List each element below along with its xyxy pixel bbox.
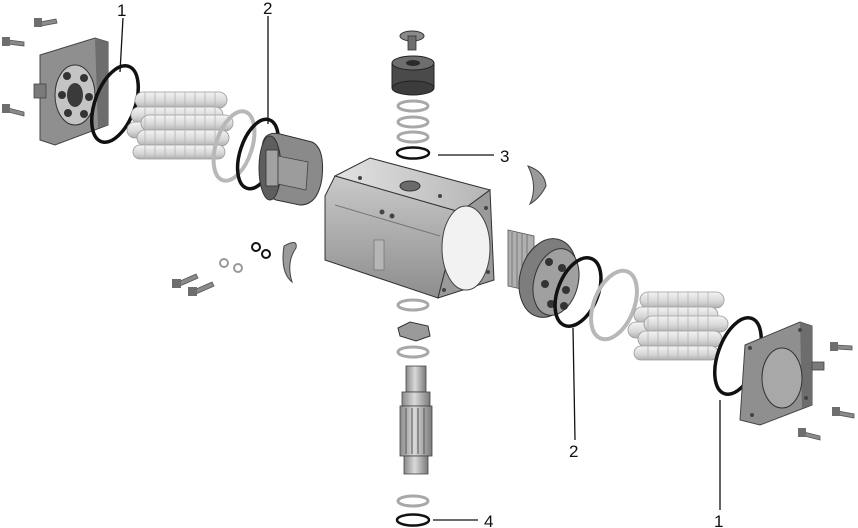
right-spring-pack <box>627 291 729 361</box>
right-piston <box>507 229 580 318</box>
top-washer <box>396 115 430 129</box>
indicator-cap <box>399 30 425 51</box>
callout-2-right: 2 <box>569 442 578 461</box>
left-bolt <box>2 104 25 117</box>
left-bolt <box>2 37 25 47</box>
small-orings <box>219 242 271 273</box>
right-bolt <box>798 428 821 441</box>
right-bolt <box>830 342 853 351</box>
bottom-washer <box>396 298 430 312</box>
left-bolt <box>34 18 58 27</box>
drive-block <box>391 55 435 96</box>
left-piston <box>258 132 323 206</box>
right-key-segment <box>526 165 547 206</box>
left-end-cap <box>33 37 109 146</box>
leader-lines <box>119 16 721 521</box>
adjust-bolt <box>188 281 215 296</box>
callout-3: 3 <box>500 147 509 166</box>
callout-2-left: 2 <box>263 0 272 18</box>
left-guide-ring <box>211 109 257 183</box>
top-washer <box>396 130 430 144</box>
top-washer <box>396 99 430 113</box>
callout-4: 4 <box>484 512 493 528</box>
callout-1-right: 1 <box>714 512 723 528</box>
cam-plate <box>397 321 431 342</box>
right-guide-ring <box>589 268 639 342</box>
right-end-cap <box>739 321 825 426</box>
left-key-segment <box>282 242 297 284</box>
adjust-bolt <box>172 273 199 288</box>
bottom-oring <box>395 513 431 527</box>
bottom-washer <box>396 494 430 508</box>
callout-1-left: 1 <box>117 1 126 20</box>
left-spring-pack <box>126 91 234 160</box>
output-shaft <box>399 365 433 475</box>
top-oring <box>395 146 431 160</box>
bottom-washer <box>396 345 430 359</box>
actuator-housing <box>324 157 495 299</box>
right-bolt <box>832 407 855 419</box>
